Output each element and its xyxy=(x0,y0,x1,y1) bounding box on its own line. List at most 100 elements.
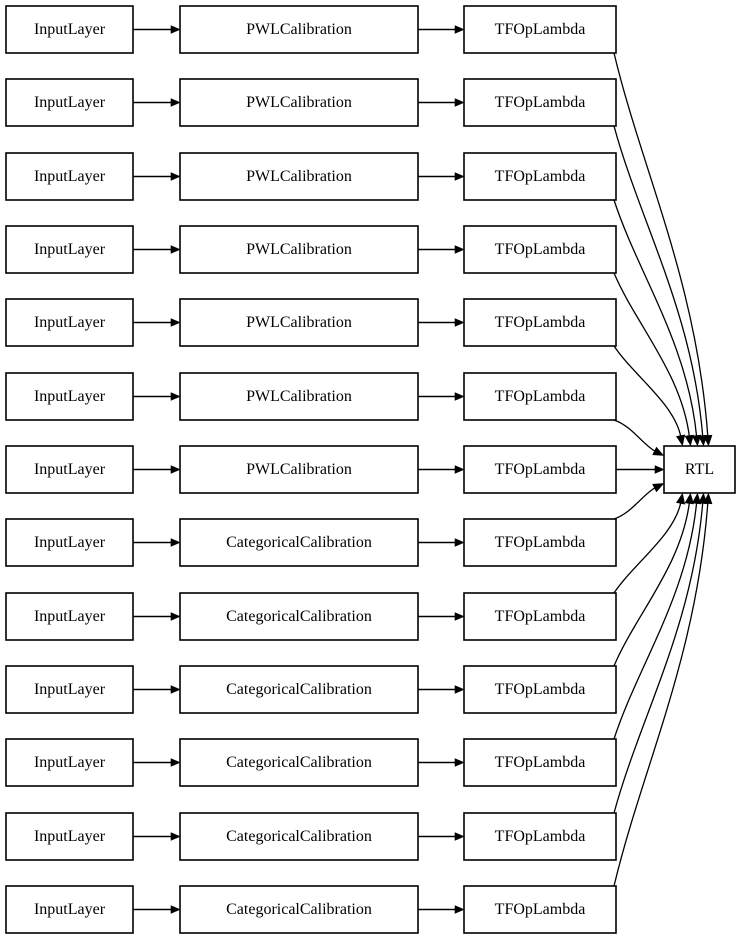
edge-lambda-9-to-rtl-arrowhead xyxy=(684,492,694,505)
lambda-node-4-box xyxy=(463,298,617,347)
edge-input-8-to-calibration-arrowhead xyxy=(170,612,181,621)
lambda-node-3-box xyxy=(463,225,617,274)
lambda-node-11[interactable]: TFOpLambda xyxy=(463,812,617,861)
input-layer-node-6-box xyxy=(5,445,134,494)
calibration-node-4[interactable]: PWLCalibration xyxy=(179,298,419,347)
edge-calibration-6-to-lambda-arrowhead xyxy=(454,465,465,474)
lambda-node-10[interactable]: TFOpLambda xyxy=(463,738,617,787)
lambda-node-9-label: TFOpLambda xyxy=(495,681,586,698)
lambda-node-1[interactable]: TFOpLambda xyxy=(463,78,617,127)
input-layer-node-11-box xyxy=(5,812,134,861)
lambda-node-3[interactable]: TFOpLambda xyxy=(463,225,617,274)
input-layer-node-8[interactable]: InputLayer xyxy=(5,592,134,641)
edge-lambda-2-to-rtl-curve xyxy=(613,199,698,438)
input-layer-node-12[interactable]: InputLayer xyxy=(5,885,134,934)
calibration-node-0[interactable]: PWLCalibration xyxy=(179,5,419,54)
input-layer-node-4-box xyxy=(5,298,134,347)
calibration-node-4-box xyxy=(179,298,419,347)
calibration-node-2[interactable]: PWLCalibration xyxy=(179,152,419,201)
lambda-node-2-label: TFOpLambda xyxy=(495,168,586,185)
edge-calibration-2-to-lambda-arrowhead xyxy=(454,172,465,181)
input-layer-node-0-box xyxy=(5,5,134,54)
lambda-node-11-label: TFOpLambda xyxy=(495,828,586,845)
calibration-node-9[interactable]: CategoricalCalibration xyxy=(179,665,419,714)
calibration-node-2-box xyxy=(179,152,419,201)
lambda-node-5-box xyxy=(463,372,617,421)
input-layer-node-7-box xyxy=(5,518,134,567)
input-layer-node-0[interactable]: InputLayer xyxy=(5,5,134,54)
edge-calibration-5-to-lambda-arrowhead xyxy=(454,392,465,401)
edge-lambda-3-to-rtl-curve xyxy=(613,272,691,438)
calibration-node-4-label: PWLCalibration xyxy=(246,314,352,331)
calibration-node-12-label: CategoricalCalibration xyxy=(226,901,372,918)
lambda-node-8[interactable]: TFOpLambda xyxy=(463,592,617,641)
lambda-node-0-box xyxy=(463,5,617,54)
calibration-node-1[interactable]: PWLCalibration xyxy=(179,78,419,127)
edge-lambda-8-to-rtl-arrowhead xyxy=(675,492,686,505)
edge-lambda-3-to-rtl-arrowhead xyxy=(684,434,694,447)
calibration-node-11[interactable]: CategoricalCalibration xyxy=(179,812,419,861)
edge-calibration-4-to-lambda-arrowhead xyxy=(454,318,465,327)
input-layer-node-11[interactable]: InputLayer xyxy=(5,812,134,861)
input-layer-node-4[interactable]: InputLayer xyxy=(5,298,134,347)
edge-calibration-12-to-lambda-arrowhead xyxy=(454,905,465,914)
lambda-node-8-label: TFOpLambda xyxy=(495,608,586,625)
lambda-node-2[interactable]: TFOpLambda xyxy=(463,152,617,201)
input-layer-node-9[interactable]: InputLayer xyxy=(5,665,134,714)
rtl-node[interactable]: RTL xyxy=(663,445,736,494)
calibration-node-10-box xyxy=(179,738,419,787)
input-layer-node-1-box xyxy=(5,78,134,127)
calibration-node-7-box xyxy=(179,518,419,567)
lambda-node-0[interactable]: TFOpLambda xyxy=(463,5,617,54)
lambda-node-12[interactable]: TFOpLambda xyxy=(463,885,617,934)
calibration-node-3[interactable]: PWLCalibration xyxy=(179,225,419,274)
input-layer-node-9-label: InputLayer xyxy=(34,681,106,698)
calibration-node-8-label: CategoricalCalibration xyxy=(226,608,372,625)
calibration-node-12[interactable]: CategoricalCalibration xyxy=(179,885,419,934)
calibration-node-8[interactable]: CategoricalCalibration xyxy=(179,592,419,641)
calibration-node-0-label: PWLCalibration xyxy=(246,21,352,38)
lambda-node-4-label: TFOpLambda xyxy=(495,314,586,331)
input-layer-node-6[interactable]: InputLayer xyxy=(5,445,134,494)
edge-calibration-7-to-lambda-arrowhead xyxy=(454,538,465,547)
lambda-node-6[interactable]: TFOpLambda xyxy=(463,445,617,494)
input-layer-node-1-label: InputLayer xyxy=(34,94,106,111)
lambda-node-7[interactable]: TFOpLambda xyxy=(463,518,617,567)
edge-lambda-4-to-rtl-arrowhead xyxy=(675,434,686,447)
edge-lambda-8-to-rtl-curve xyxy=(613,501,682,594)
calibration-node-0-box xyxy=(179,5,419,54)
lambda-node-12-label: TFOpLambda xyxy=(495,901,586,918)
input-layer-node-5[interactable]: InputLayer xyxy=(5,372,134,421)
edge-lambda-10-to-rtl-curve xyxy=(613,501,698,740)
calibration-node-10[interactable]: CategoricalCalibration xyxy=(179,738,419,787)
lambda-node-12-box xyxy=(463,885,617,934)
edge-input-1-to-calibration-arrowhead xyxy=(170,98,181,107)
calibration-node-5[interactable]: PWLCalibration xyxy=(179,372,419,421)
input-layer-node-10[interactable]: InputLayer xyxy=(5,738,134,787)
calibration-node-7[interactable]: CategoricalCalibration xyxy=(179,518,419,567)
calibration-node-9-box xyxy=(179,665,419,714)
edge-lambda-1-to-rtl-curve xyxy=(613,125,704,438)
edge-calibration-10-to-lambda-arrowhead xyxy=(454,758,465,767)
edge-lambda-4-to-rtl-curve xyxy=(613,345,682,438)
input-layer-node-10-label: InputLayer xyxy=(34,754,106,771)
input-layer-node-9-box xyxy=(5,665,134,714)
input-layer-node-8-box xyxy=(5,592,134,641)
lambda-node-5[interactable]: TFOpLambda xyxy=(463,372,617,421)
input-layer-node-1[interactable]: InputLayer xyxy=(5,78,134,127)
edge-lambda-9-to-rtl-curve xyxy=(613,501,691,667)
edge-input-5-to-calibration-arrowhead xyxy=(170,392,181,401)
calibration-node-1-label: PWLCalibration xyxy=(246,94,352,111)
input-layer-node-6-label: InputLayer xyxy=(34,461,106,478)
input-layer-node-7[interactable]: InputLayer xyxy=(5,518,134,567)
input-layer-node-3[interactable]: InputLayer xyxy=(5,225,134,274)
lambda-node-4[interactable]: TFOpLambda xyxy=(463,298,617,347)
edge-input-3-to-calibration-arrowhead xyxy=(170,245,181,254)
calibration-node-6[interactable]: PWLCalibration xyxy=(179,445,419,494)
calibration-node-9-label: CategoricalCalibration xyxy=(226,681,372,698)
rtl-node-box xyxy=(663,445,736,494)
lambda-node-9[interactable]: TFOpLambda xyxy=(463,665,617,714)
input-layer-node-2[interactable]: InputLayer xyxy=(5,152,134,201)
calibration-node-5-label: PWLCalibration xyxy=(246,388,352,405)
